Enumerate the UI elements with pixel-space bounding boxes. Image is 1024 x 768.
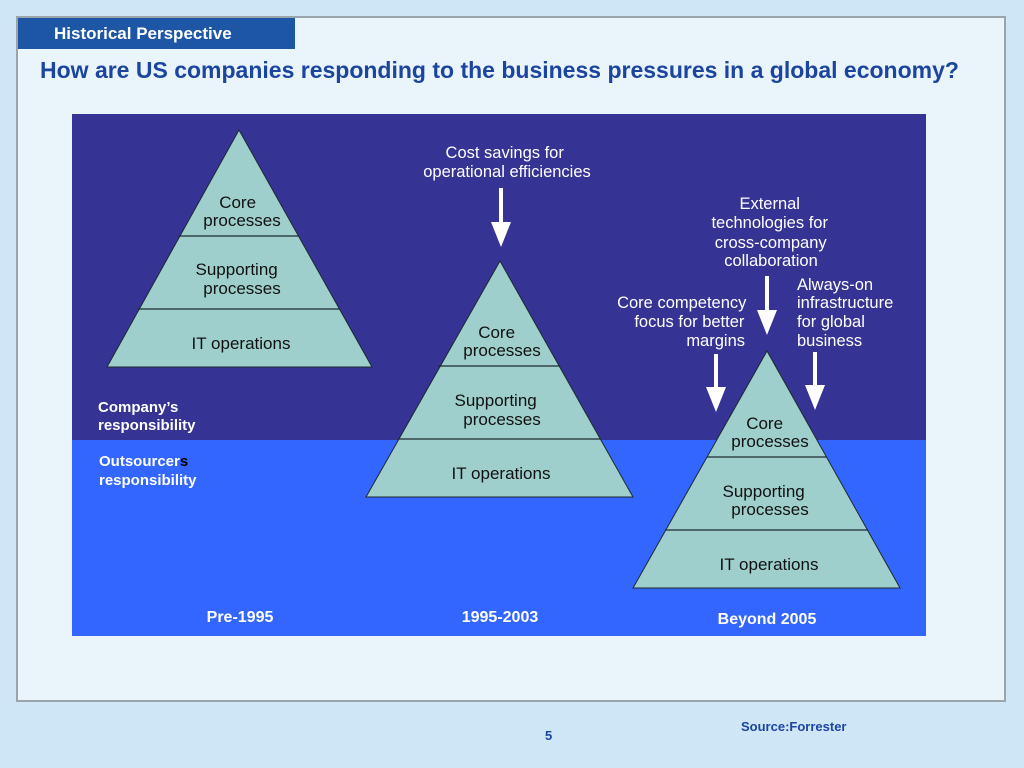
arrow-down-icon bbox=[805, 352, 825, 410]
core-processes-label: Core processes bbox=[463, 323, 540, 360]
arrow-down-icon bbox=[706, 354, 726, 412]
period-label: 1995-2003 bbox=[462, 609, 539, 626]
pyramid-pre-1995: Core processes Supporting processes IT o… bbox=[106, 128, 373, 626]
pyramid-shape bbox=[632, 349, 901, 589]
core-competency-label: Core competency focus for better margins bbox=[617, 294, 751, 350]
page-number: 5 bbox=[545, 728, 553, 743]
supporting-processes-label: Supporting processes bbox=[196, 260, 283, 298]
it-operations-label: IT operations bbox=[720, 555, 819, 574]
arrow-down-icon bbox=[757, 276, 777, 335]
core-processes-label: Core processes bbox=[731, 414, 808, 451]
supporting-processes-label: Supporting processes bbox=[455, 391, 542, 429]
period-label: Beyond 2005 bbox=[718, 611, 817, 628]
outsourcer-zone-label: Outsourcers responsibility bbox=[99, 453, 197, 489]
core-processes-label: Core processes bbox=[203, 193, 280, 230]
supporting-processes-label: Supporting processes bbox=[723, 482, 810, 519]
it-operations-label: IT operations bbox=[192, 334, 291, 353]
section-tab: Historical Perspective bbox=[18, 18, 295, 49]
slide-title: How are US companies responding to the b… bbox=[40, 57, 959, 83]
it-operations-label: IT operations bbox=[452, 464, 551, 483]
pyramid-shape bbox=[106, 128, 373, 368]
cost-savings-label: Cost savings for operational efficiencie… bbox=[423, 144, 591, 181]
pyramid-beyond-2005: Core processes Supporting processes IT o… bbox=[632, 349, 901, 628]
source-citation: Source:Forrester bbox=[741, 719, 847, 734]
company-zone-label: Company’s responsibility bbox=[98, 399, 196, 434]
arrow-down-icon bbox=[491, 188, 511, 247]
external-tech-label: External technologies for cross-company … bbox=[711, 195, 832, 270]
pyramid-shape bbox=[365, 259, 634, 498]
period-label: Pre-1995 bbox=[207, 609, 274, 626]
always-on-label: Always-on infrastructure for global busi… bbox=[797, 276, 898, 350]
pyramid-1995-2003: Core processes Supporting processes IT o… bbox=[365, 259, 634, 626]
